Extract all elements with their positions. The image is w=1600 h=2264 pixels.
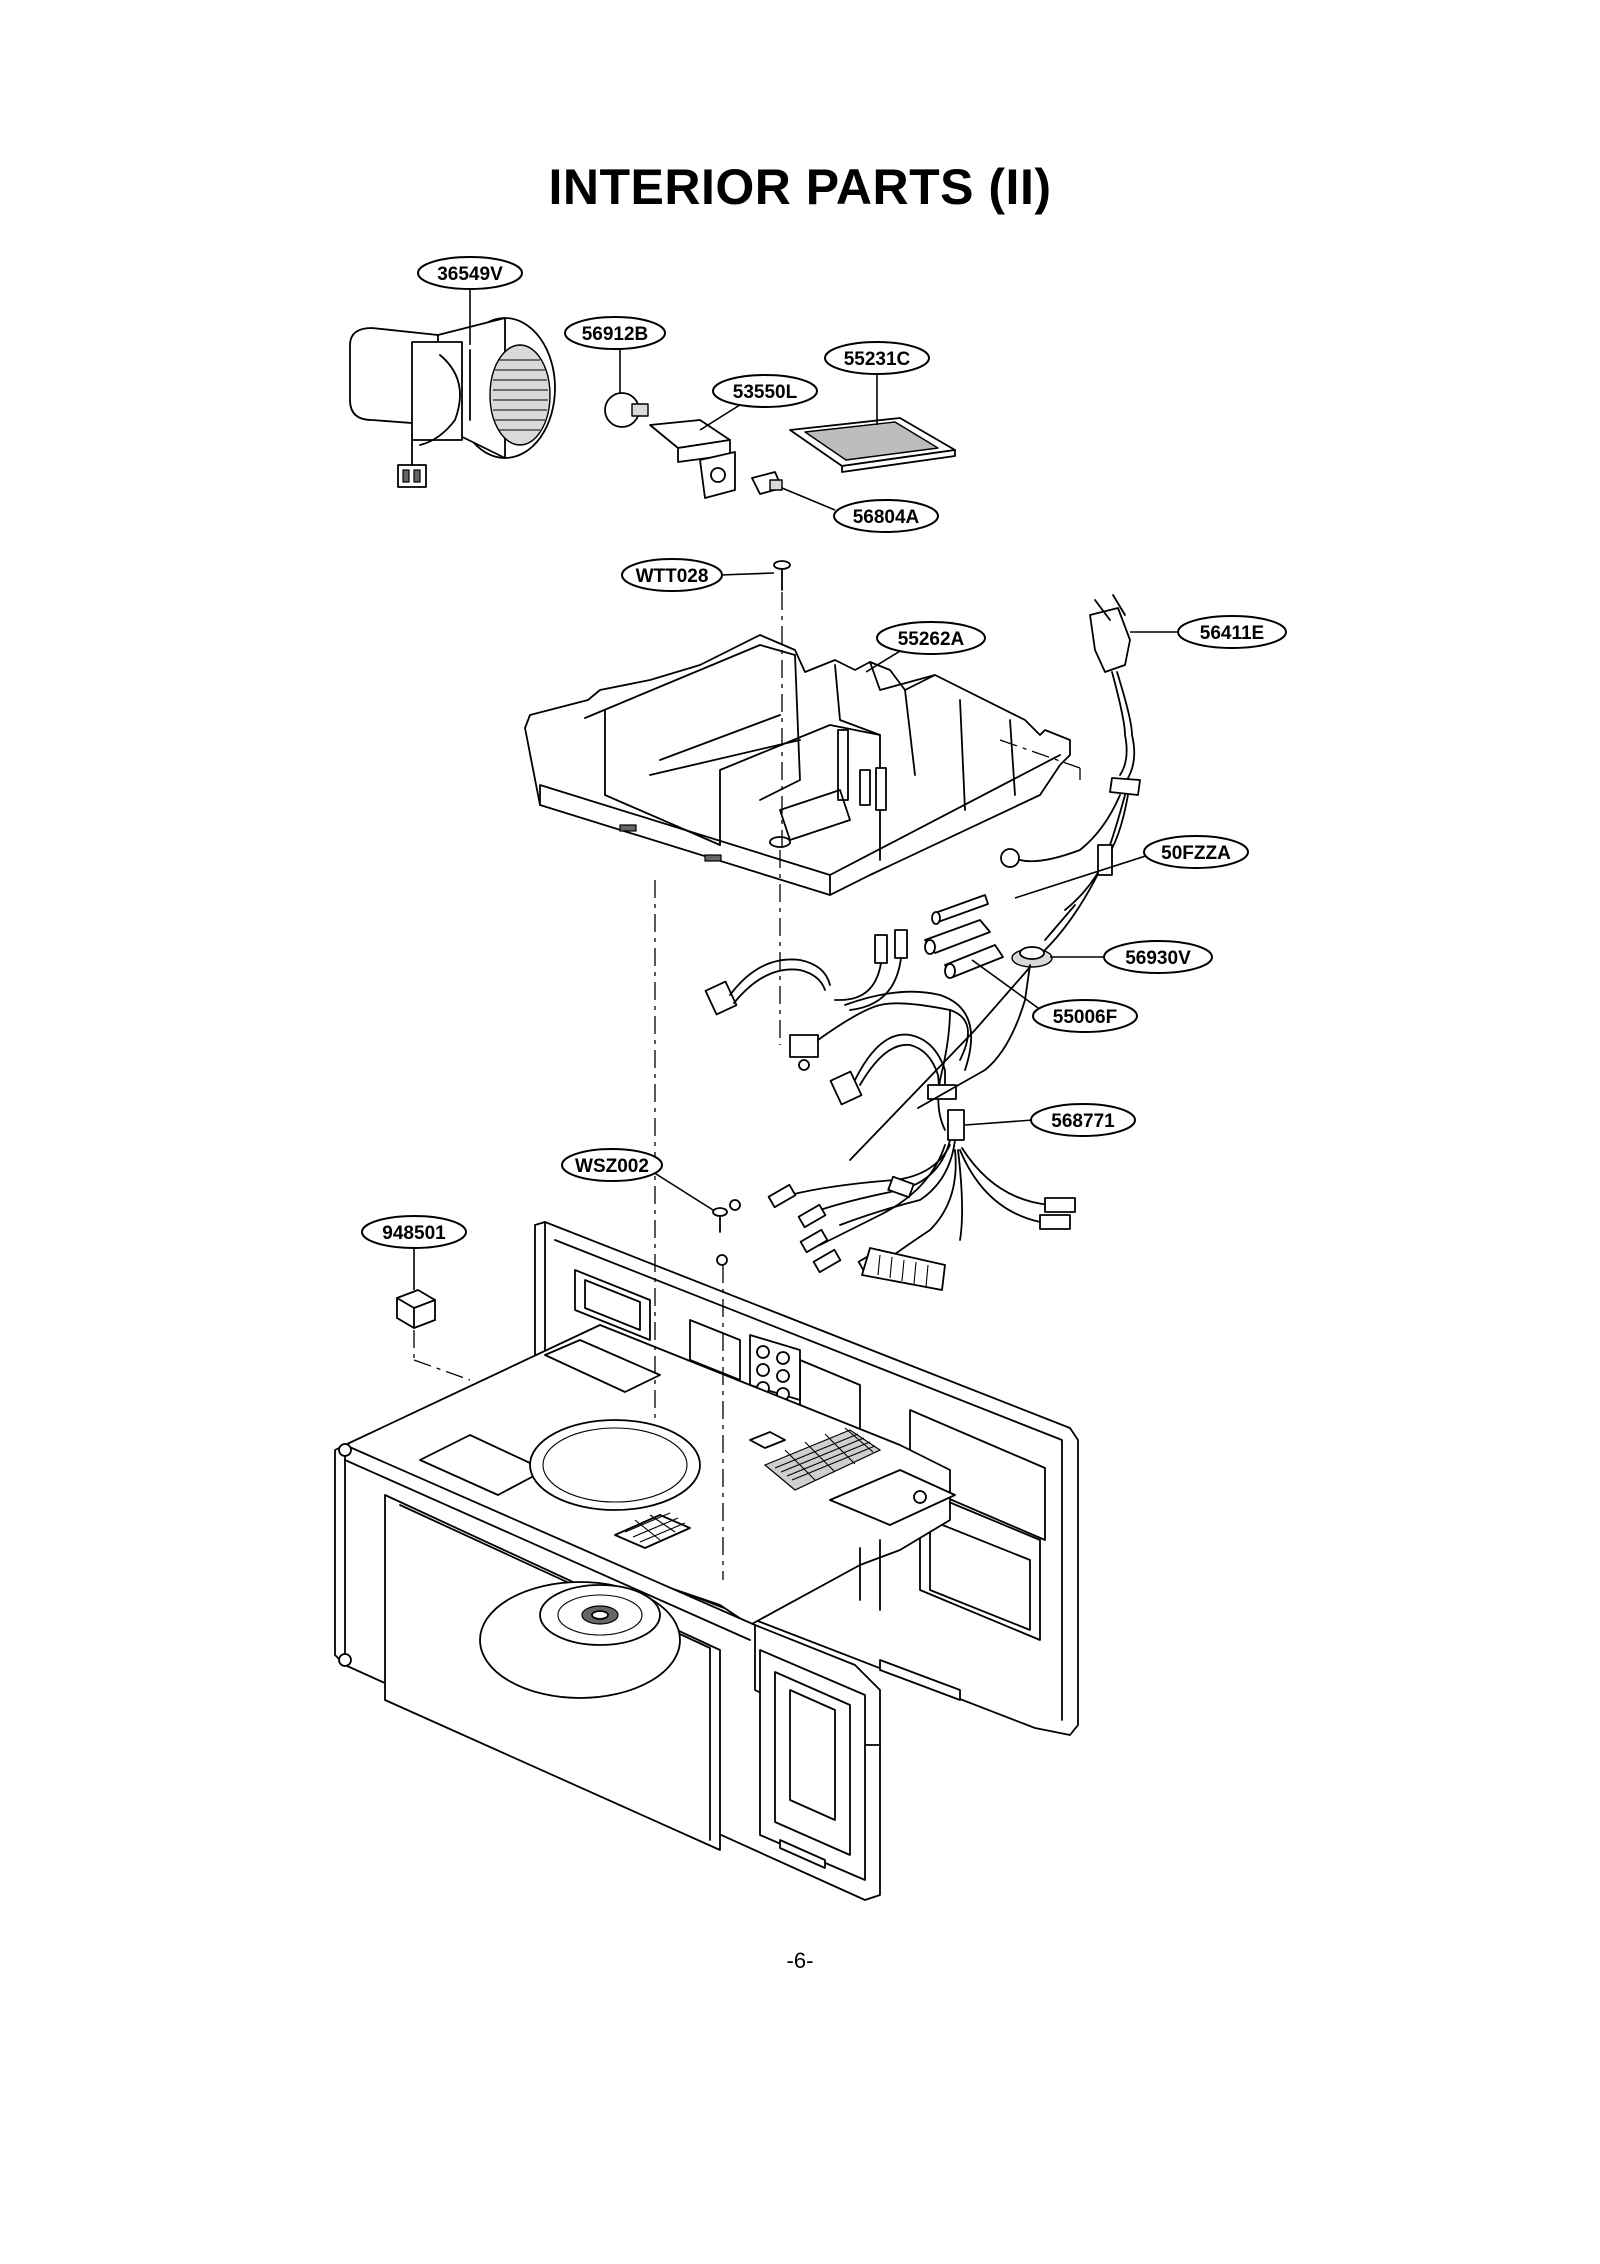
lamp-bracket-drawing <box>649 419 736 499</box>
callout-power-cord: 56411E <box>1177 615 1287 649</box>
assembly-guide-lines <box>413 592 1081 1580</box>
part-number-lamp: 56912B <box>582 324 649 345</box>
filter-drawing <box>789 417 956 473</box>
fuse-holder-drawing <box>924 919 1004 979</box>
fuse-drawing <box>931 848 1020 925</box>
screw-top-drawing <box>773 560 791 591</box>
part-number-base-plate: 55262A <box>898 629 965 650</box>
power-cord-drawing <box>849 594 1141 1161</box>
part-number-fan-motor: 36549V <box>437 264 503 285</box>
damper-block-drawing <box>396 1289 436 1329</box>
callout-wire-harness: 568771 <box>1030 1103 1136 1137</box>
lamp-holder-drawing <box>751 471 783 495</box>
callout-fuse-holder: 55006F <box>1032 999 1138 1033</box>
callout-screw-top: WTT028 <box>621 558 723 592</box>
callout-lamp-holder: 56804A <box>833 499 939 533</box>
part-number-filter: 55231C <box>844 349 911 370</box>
page-title: INTERIOR PARTS (II) <box>548 159 1052 215</box>
callout-thermostat: 56930V <box>1103 940 1213 974</box>
callout-fan-motor: 36549V <box>417 256 523 290</box>
callout-fuse: 50FZZA <box>1143 835 1249 869</box>
page-number: -6- <box>786 1948 814 1973</box>
part-number-screw-ground: WSZ002 <box>575 1156 649 1177</box>
part-number-fuse-holder: 55006F <box>1053 1007 1117 1028</box>
callout-lamp-bracket: 53550L <box>712 374 818 408</box>
base-plate-drawing <box>524 634 1071 896</box>
thermostat-drawing <box>1011 904 1076 968</box>
callout-screw-ground: WSZ002 <box>561 1148 663 1182</box>
part-number-lamp-bracket: 53550L <box>733 382 798 403</box>
callout-filter: 55231C <box>824 341 930 375</box>
part-number-damper-block: 948501 <box>382 1223 446 1244</box>
part-number-fuse: 50FZZA <box>1161 843 1231 864</box>
callout-base-plate: 55262A <box>876 621 986 655</box>
screw-ground-drawing <box>712 1207 728 1266</box>
fan-motor-drawing <box>349 317 556 488</box>
part-number-screw-top: WTT028 <box>636 566 709 587</box>
cavity-chassis-drawing <box>334 1221 1079 1901</box>
callout-lamp: 56912B <box>564 316 666 350</box>
part-number-power-cord: 56411E <box>1200 623 1264 644</box>
part-number-thermostat: 56930V <box>1125 948 1191 969</box>
leader-lines <box>413 288 1190 1290</box>
wire-harness-drawing <box>704 929 1076 1291</box>
part-number-wire-harness: 568771 <box>1051 1111 1115 1132</box>
part-number-lamp-holder: 56804A <box>853 507 920 528</box>
lamp-drawing <box>604 392 649 428</box>
callout-damper-block: 948501 <box>361 1215 467 1249</box>
